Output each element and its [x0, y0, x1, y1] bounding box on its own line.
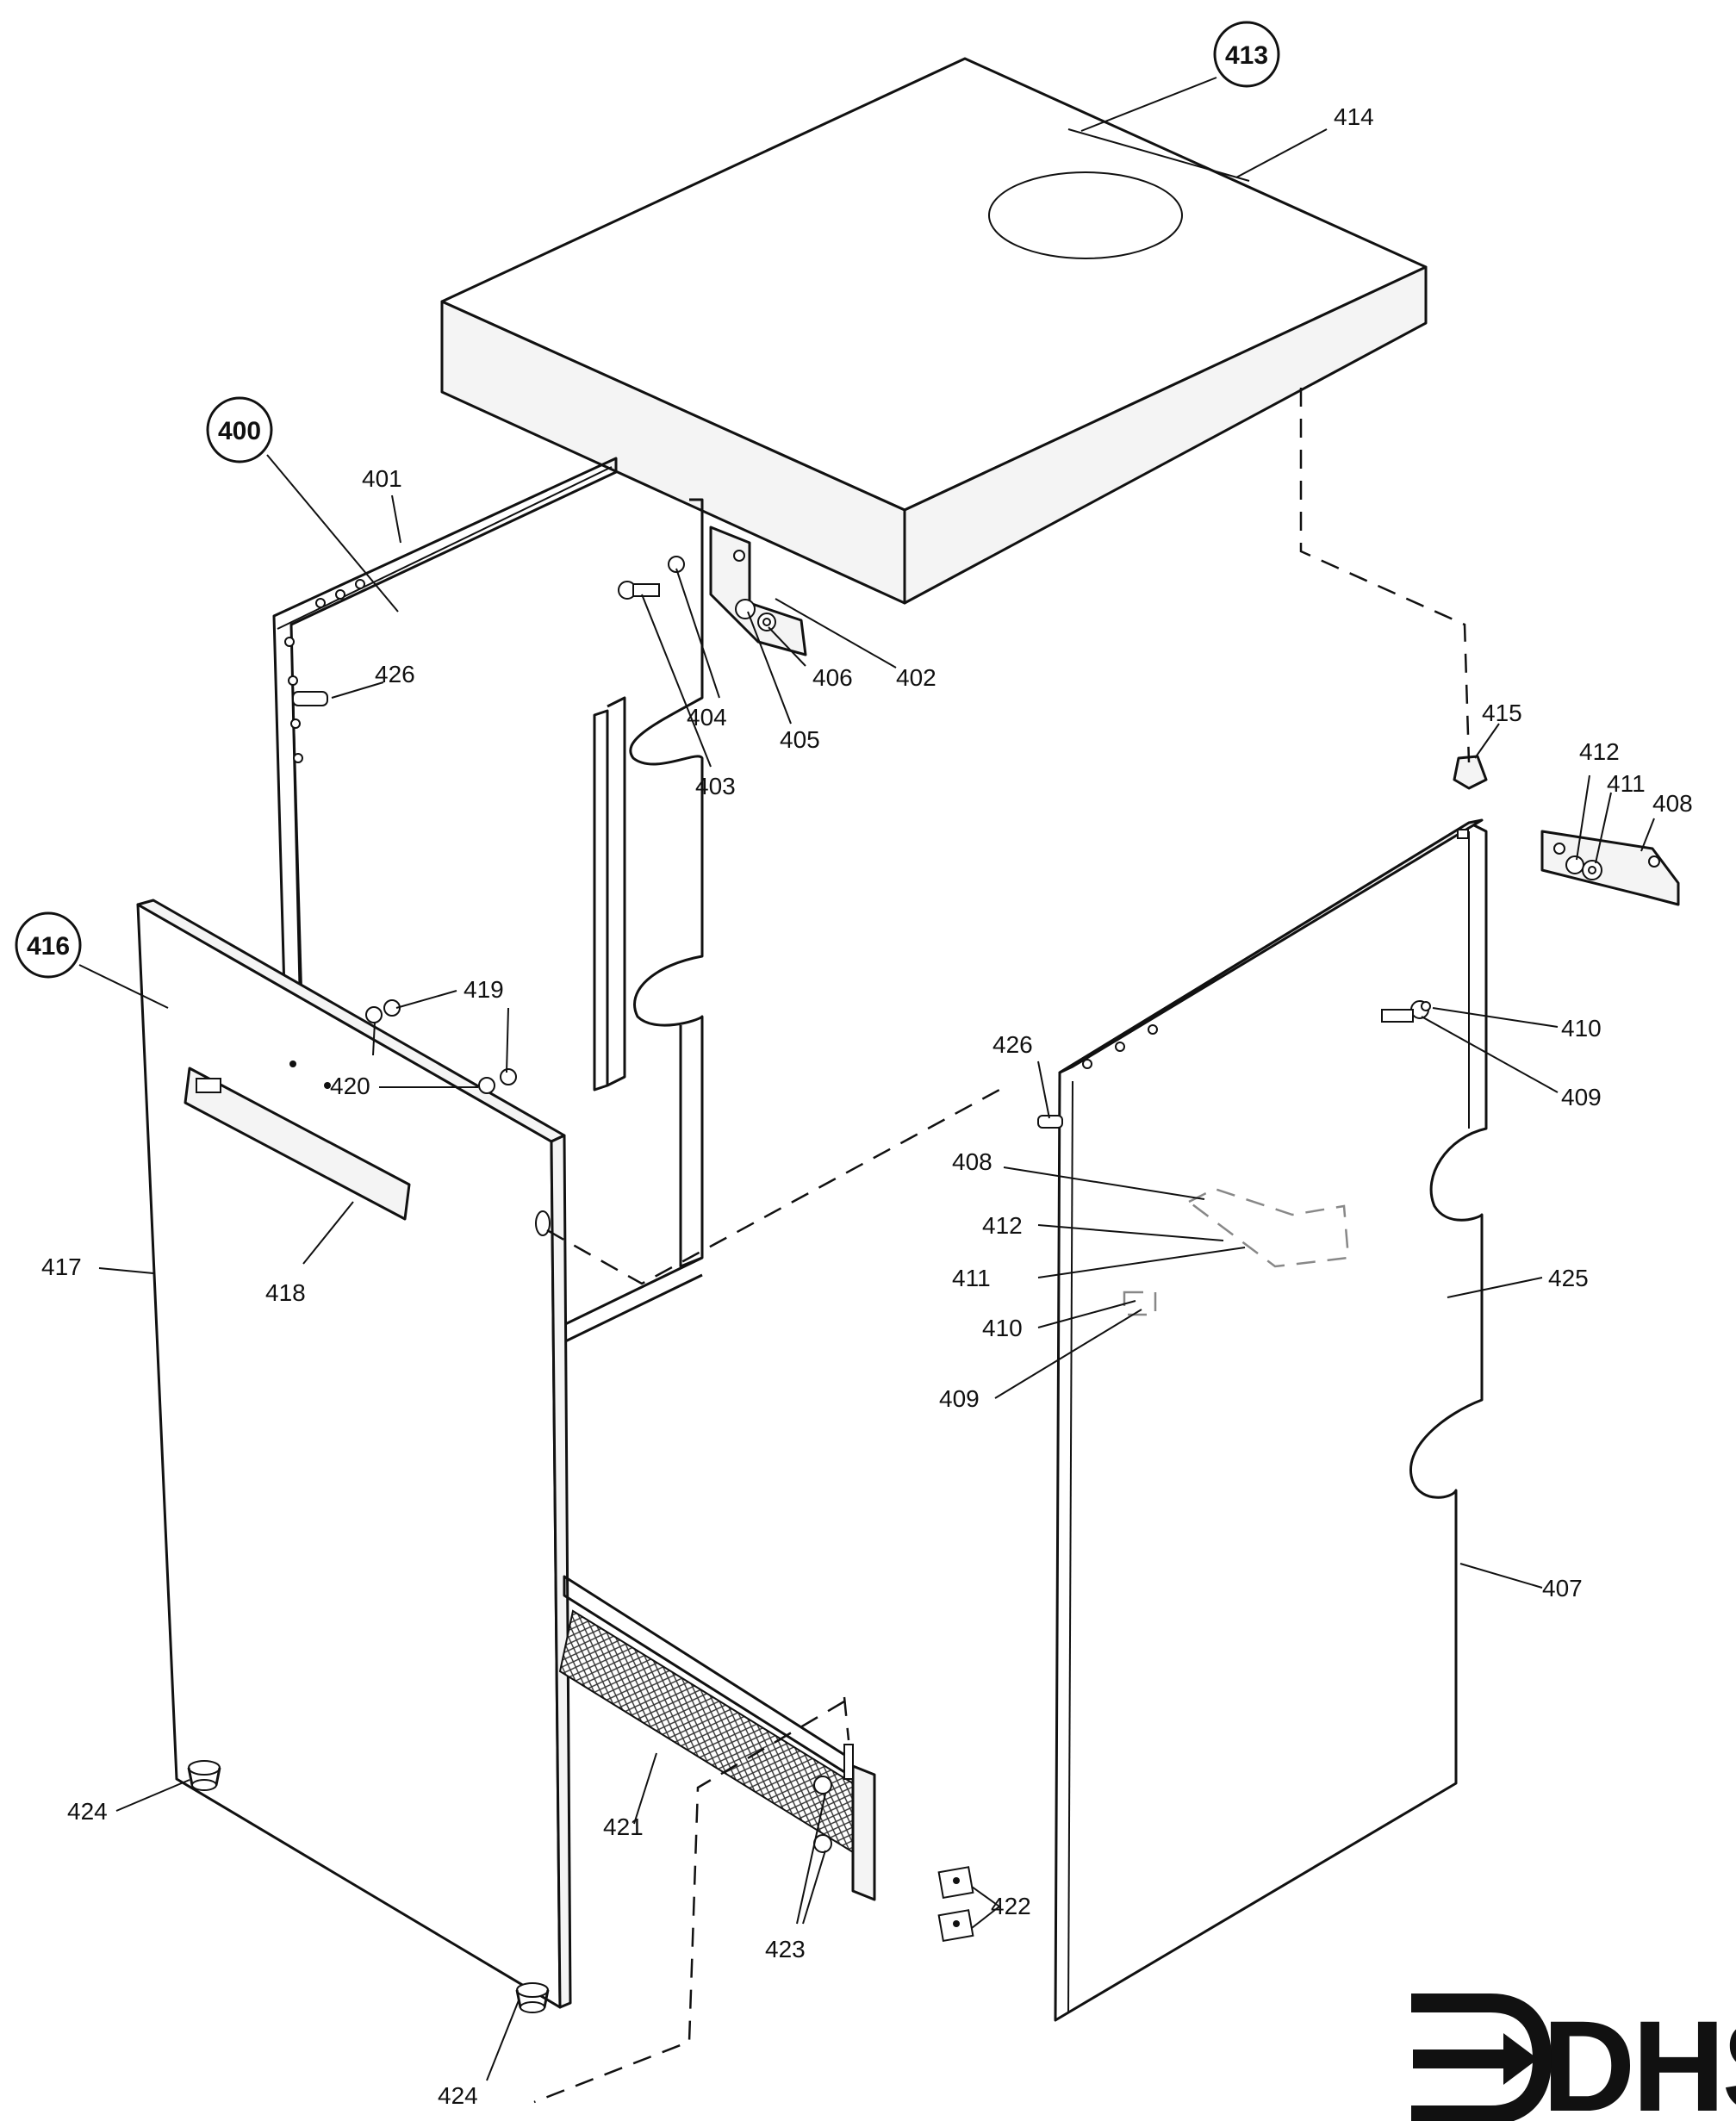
label-426-rear: 426 [375, 661, 415, 687]
label-401: 401 [362, 465, 402, 492]
label-412-mid: 412 [982, 1212, 1023, 1239]
foot-424-left [187, 1760, 221, 1791]
label-408-top: 408 [1652, 790, 1693, 817]
svg-text:416: 416 [27, 932, 70, 961]
callout-400-circle: 400 [206, 396, 273, 463]
arrow-into-bracket-icon [1411, 1993, 1552, 2121]
label-420: 420 [330, 1073, 370, 1099]
label-411-mid: 411 [952, 1265, 991, 1291]
label-418: 418 [265, 1279, 306, 1306]
label-409-mid: 409 [939, 1385, 980, 1412]
label-421: 421 [603, 1813, 644, 1840]
label-407: 407 [1542, 1575, 1583, 1602]
top-panel [440, 57, 1428, 605]
label-414: 414 [1334, 103, 1374, 130]
foot-424-right [515, 1982, 550, 2013]
handle-418 [184, 1067, 411, 1221]
callout-416-circle: 416 [15, 911, 82, 979]
assembly-lines [533, 388, 1471, 2104]
dhs-logo: DHS [1411, 1993, 1736, 2121]
center-strut [558, 498, 807, 1387]
label-422: 422 [991, 1893, 1031, 1919]
label-426-side: 426 [992, 1031, 1033, 1058]
callout-413-circle: 413 [1213, 21, 1280, 88]
rear-frame [272, 457, 618, 992]
label-424-bottom: 424 [438, 2082, 478, 2109]
label-410-mid: 410 [982, 1315, 1023, 1341]
label-412-top: 412 [1579, 738, 1620, 765]
label-415: 415 [1482, 700, 1522, 726]
flue-opening [988, 171, 1183, 259]
logo-text: DHS [1542, 1993, 1736, 2121]
label-411-top: 411 [1607, 770, 1646, 797]
bolt-set-403-406 [618, 556, 776, 631]
front-panel [136, 899, 572, 2009]
pin-426-rear [292, 691, 328, 706]
label-419: 419 [464, 976, 504, 1003]
pin-426-side [1037, 1115, 1063, 1129]
svg-text:400: 400 [218, 417, 261, 445]
label-417: 417 [41, 1253, 82, 1280]
bracket-408 [1540, 830, 1680, 906]
grille-rail-421 [558, 1575, 876, 1901]
cap-415 [1453, 755, 1488, 790]
label-402: 402 [896, 664, 936, 691]
label-423: 423 [765, 1936, 806, 1962]
label-404: 404 [687, 704, 727, 731]
label-410-top: 410 [1561, 1015, 1602, 1042]
label-406: 406 [812, 664, 853, 691]
label-403: 403 [695, 773, 736, 799]
leader-lines [78, 77, 1655, 2081]
label-408-mid: 408 [952, 1148, 992, 1175]
clips-422 [937, 1866, 974, 1943]
label-425: 425 [1548, 1265, 1589, 1291]
label-424-left: 424 [67, 1798, 108, 1825]
svg-text:413: 413 [1225, 41, 1268, 70]
nuts-419-420 [365, 999, 517, 1094]
label-405: 405 [780, 726, 820, 753]
side-panel-407 [1037, 818, 1488, 2022]
label-409-top: 409 [1561, 1084, 1602, 1110]
